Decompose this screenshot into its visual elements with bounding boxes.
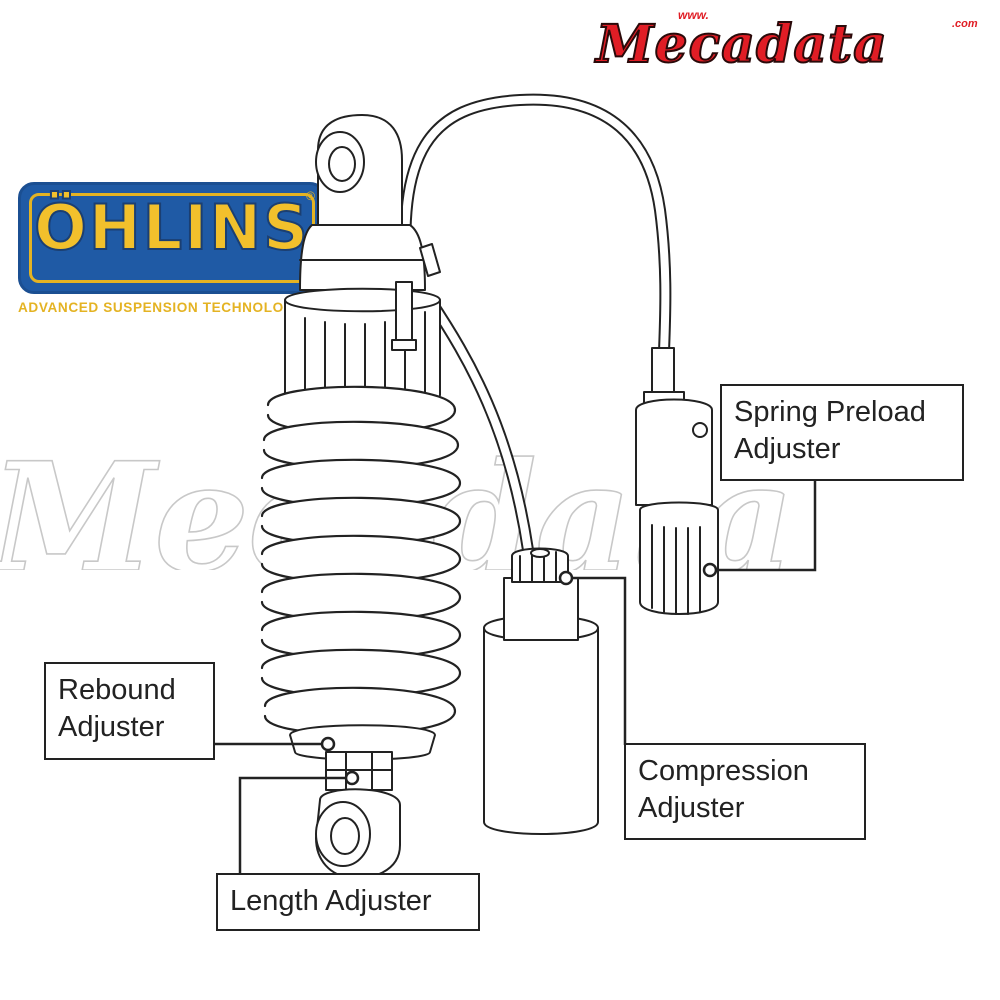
brand-logo: www. Mecadata .com — [595, 8, 996, 78]
spring-preload-leader — [710, 480, 817, 572]
rebound-marker — [320, 736, 336, 752]
length-marker — [344, 770, 360, 786]
spring — [260, 385, 462, 736]
ohlins-logo-name: ÖHLINS — [33, 190, 310, 265]
compression-label-line1: Compression — [638, 755, 809, 787]
length-label-line1: Length Adjuster — [230, 885, 432, 917]
registered-mark: ® — [306, 189, 315, 203]
rebound-label-line2: Adjuster — [58, 711, 165, 743]
length-label: Length Adjuster — [216, 873, 480, 931]
compression-marker — [558, 570, 574, 586]
spring-preload-label-line1: Spring Preload — [734, 396, 926, 428]
shock-body-upper — [299, 224, 426, 291]
compression-leader — [566, 576, 627, 745]
reservoir — [483, 547, 599, 835]
length-leader — [238, 776, 350, 875]
rebound-label-line1: Rebound — [58, 674, 176, 706]
top-eyelet — [315, 114, 403, 226]
rebound-label: Rebound Adjuster — [44, 662, 215, 760]
bottom-eyelet — [315, 788, 401, 880]
ohlins-logo: ÖHLINS ® — [18, 182, 326, 294]
spring-preload-label: Spring Preload Adjuster — [720, 384, 964, 481]
brand-name: Mecadata — [595, 13, 888, 76]
remote-preload-adjuster — [635, 347, 719, 615]
compression-label-line2: Adjuster — [638, 792, 745, 824]
spring-preload-label-line2: Adjuster — [734, 433, 841, 465]
brand-tld: .com — [952, 18, 978, 30]
compression-label: Compression Adjuster — [624, 743, 866, 840]
spring-preload-marker — [702, 562, 718, 578]
brand-www: www. — [678, 8, 709, 22]
ohlins-tagline: ADVANCED SUSPENSION TECHNOLOGY — [18, 300, 305, 315]
